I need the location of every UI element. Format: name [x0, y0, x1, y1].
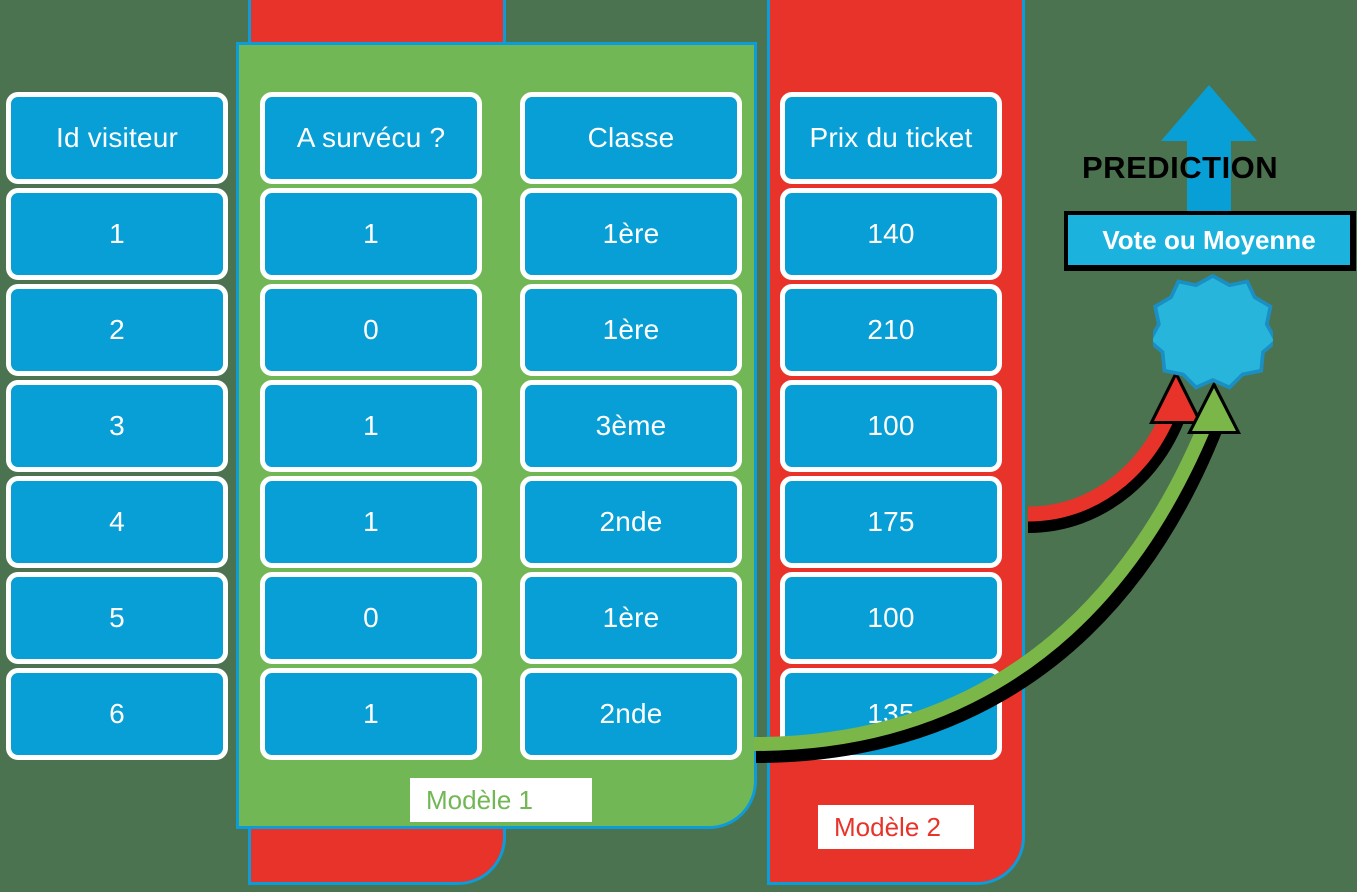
- column-header-classe: Classe: [520, 92, 742, 184]
- column-prix-du-ticket: Prix du ticket 140 210 100 175 100 135: [780, 92, 1002, 764]
- table-cell: 0: [260, 284, 482, 376]
- table-cell: 1ère: [520, 572, 742, 664]
- column-classe: Classe 1ère 1ère 3ème 2nde 1ère 2nde: [520, 92, 742, 764]
- model2-label: Modèle 2: [818, 805, 974, 849]
- table-cell: 135: [780, 668, 1002, 760]
- table-cell: 100: [780, 380, 1002, 472]
- table-cell: 100: [780, 572, 1002, 664]
- table-cell: 1: [260, 188, 482, 280]
- column-a-survecu: A survécu ? 1 0 1 1 0 1: [260, 92, 482, 764]
- table-cell: 1: [260, 668, 482, 760]
- table-cell: 1ère: [520, 284, 742, 376]
- table-cell: 210: [780, 284, 1002, 376]
- arrow-up-icon: [1161, 85, 1257, 245]
- table-cell: 1: [260, 380, 482, 472]
- table-cell: 2nde: [520, 668, 742, 760]
- column-header-prix-du-ticket: Prix du ticket: [780, 92, 1002, 184]
- burst-star-icon: [1153, 273, 1273, 390]
- vote-box: Vote ou Moyenne: [1068, 215, 1350, 265]
- model2-arrow-line: [1027, 393, 1183, 522]
- table-cell: 3: [6, 380, 228, 472]
- table-cell: 2: [6, 284, 228, 376]
- table-cell: 1: [260, 476, 482, 568]
- column-header-a-survecu: A survécu ?: [260, 92, 482, 184]
- table-cell: 5: [6, 572, 228, 664]
- model1-arrowhead: [1192, 388, 1236, 431]
- model1-label: Modèle 1: [410, 778, 592, 822]
- table-cell: 6: [6, 668, 228, 760]
- table-cell: 1: [6, 188, 228, 280]
- prediction-title: PREDICTION: [1082, 150, 1279, 185]
- table-cell: 0: [260, 572, 482, 664]
- model2-arrow-shadow: [1027, 396, 1191, 533]
- table-cell: 3ème: [520, 380, 742, 472]
- table-cell: 140: [780, 188, 1002, 280]
- table-cell: 4: [6, 476, 228, 568]
- table-cell: 1ère: [520, 188, 742, 280]
- table-cell: 2nde: [520, 476, 742, 568]
- column-header-id-visiteur: Id visiteur: [6, 92, 228, 184]
- column-id-visiteur: Id visiteur 1 2 3 4 5 6: [6, 92, 228, 764]
- table-cell: 175: [780, 476, 1002, 568]
